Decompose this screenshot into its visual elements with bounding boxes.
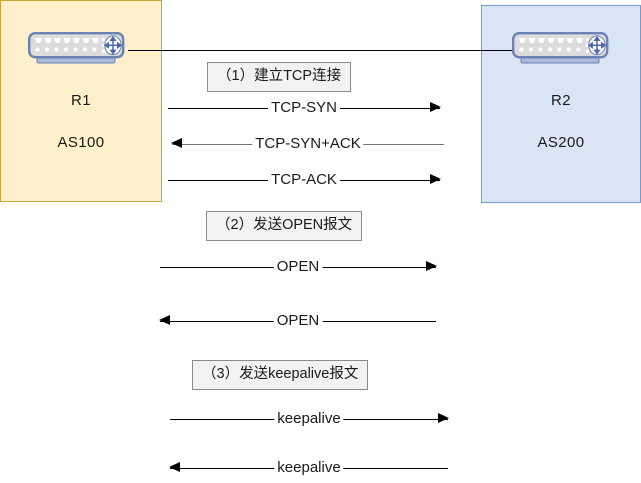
- step-label-send-open: （2）发送OPEN报文: [206, 211, 363, 241]
- step-label-establish-tcp: （1）建立TCP连接: [207, 62, 352, 92]
- message-label: TCP-SYN+ACK: [252, 134, 364, 154]
- message-label: OPEN: [273, 257, 323, 277]
- message-label: keepalive: [274, 409, 344, 429]
- arrow-head-right-icon: [430, 102, 441, 112]
- message-arrow-keepalive-inbound: keepalive: [169, 458, 448, 478]
- arrow-head-right-icon: [426, 261, 437, 271]
- router-icon: [512, 32, 612, 68]
- physical-link: [128, 50, 516, 51]
- router-label-r2: R2: [551, 92, 571, 109]
- message-arrow-open-inbound: OPEN: [159, 311, 436, 331]
- message-arrow-open-outbound: OPEN: [160, 257, 437, 277]
- router-icon: [28, 32, 128, 68]
- as-label-as100: AS100: [57, 134, 105, 151]
- message-label: TCP-SYN: [268, 98, 340, 118]
- message-arrow-tcp-syn-ack: TCP-SYN+ACK: [171, 134, 444, 154]
- arrow-head-right-icon: [438, 413, 449, 423]
- message-arrow-tcp-syn: TCP-SYN: [168, 98, 441, 118]
- as-zone-left: R1 AS100: [0, 0, 162, 202]
- arrow-head-left-icon: [169, 462, 180, 472]
- message-label: TCP-ACK: [268, 170, 340, 190]
- message-arrow-tcp-ack: TCP-ACK: [168, 170, 441, 190]
- message-label: OPEN: [273, 311, 323, 331]
- arrow-head-left-icon: [171, 138, 182, 148]
- arrow-head-left-icon: [159, 315, 170, 325]
- message-label: keepalive: [274, 458, 344, 478]
- message-arrow-keepalive-outbound: keepalive: [170, 409, 449, 429]
- as-label-as200: AS200: [537, 134, 585, 151]
- router-label-r1: R1: [71, 92, 91, 109]
- arrow-head-right-icon: [430, 174, 441, 184]
- step-label-send-keepalive: （3）发送keepalive报文: [192, 360, 369, 390]
